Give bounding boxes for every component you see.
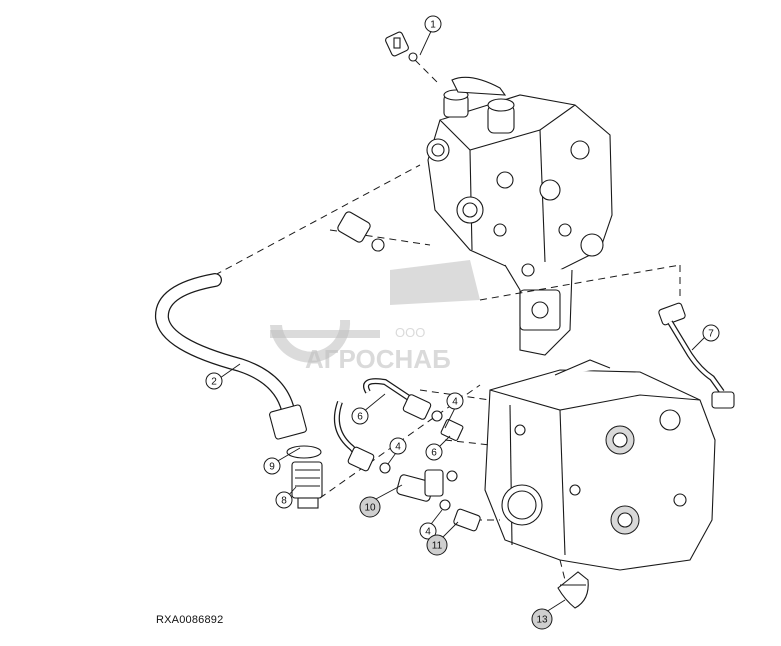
callout-9-circle — [263, 457, 281, 475]
lower-pump-body — [484, 359, 716, 571]
callout-13-circle — [531, 608, 553, 630]
callout-9: 9 — [269, 462, 275, 473]
callout-7-circle — [702, 324, 720, 342]
callout-7: 7 — [708, 329, 714, 340]
watermark-name: АГРОСНАБ — [305, 344, 451, 374]
hose-2 — [155, 273, 307, 440]
figure-id: RXA0086892 — [156, 614, 224, 626]
callout-11: 11 — [432, 541, 443, 552]
tube-7 — [658, 302, 735, 409]
watermark: ООО АГРОСНАБ — [270, 260, 480, 374]
callouts: 1 2 4 4 4 6 6 7 8 9 — [205, 15, 720, 630]
callout-4c: 4 — [425, 527, 431, 538]
callout-2: 2 — [211, 377, 217, 388]
callout-8-circle — [275, 491, 293, 509]
fitting-11 — [439, 499, 481, 532]
upper-elbow-fitting — [337, 211, 385, 252]
elbow-fitting-10 — [396, 469, 458, 502]
callout-4b: 4 — [395, 442, 401, 453]
fitting-8-9 — [286, 445, 323, 509]
fitting-1 — [385, 31, 418, 62]
callout-6b: 6 — [431, 448, 437, 459]
upper-pump-body — [426, 76, 613, 356]
callout-10: 10 — [364, 503, 376, 514]
tube-6 — [363, 378, 464, 441]
callout-4b-circle — [389, 437, 407, 455]
callout-1-circle — [424, 15, 442, 33]
tube-lower — [334, 400, 391, 474]
callout-4c-circle — [419, 522, 437, 540]
callout-6a-circle — [351, 407, 369, 425]
callout-10-circle — [359, 496, 381, 518]
callout-11-circle — [426, 534, 448, 556]
callout-4a: 4 — [452, 397, 458, 408]
callout-1: 1 — [430, 20, 436, 31]
callout-13: 13 — [536, 615, 548, 626]
callout-8: 8 — [281, 496, 287, 507]
callout-6a: 6 — [357, 412, 363, 423]
callout-4a-circle — [446, 392, 464, 410]
watermark-prefix: ООО — [395, 325, 425, 340]
callout-2-circle — [205, 372, 223, 390]
clamp-13 — [557, 571, 589, 609]
callout-6b-circle — [425, 443, 443, 461]
